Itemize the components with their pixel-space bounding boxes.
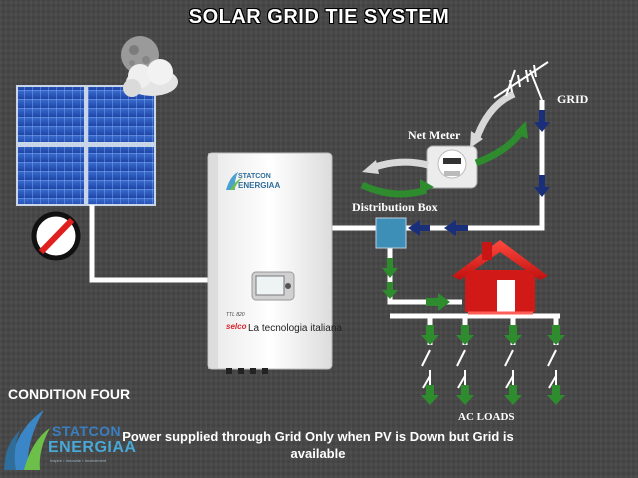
inverter-slogan-brand: selco [226,322,247,331]
ac-loads-label: AC LOADS [458,411,515,423]
solar-panel-array [16,85,156,206]
statcon-logo-icon [4,410,50,470]
distribution-box [375,217,407,249]
grid-label: GRID [557,92,589,106]
solar-panel [88,147,154,204]
condition-description: Power supplied through Grid Only when PV… [122,429,514,461]
net-meter-label: Net Meter [408,128,461,142]
ac-load-switches [421,349,557,400]
logo-text-line2: ENERGIAA [48,439,137,456]
solar-panel [18,87,84,142]
inverter-model: TTL 820 [226,312,245,318]
net-meter [426,145,478,189]
solar-panel [18,147,84,204]
antenna-icon [493,61,549,101]
prohibited-icon [31,211,81,261]
condition-heading: CONDITION FOUR [8,386,131,402]
logo-text-line1: STATCON [52,423,122,439]
load-flow-arrows [421,325,565,405]
inverter-brand-line1: STATCON [238,173,271,180]
moon-cloud-icon [121,36,178,97]
inverter [207,152,333,374]
inverter-slogan: La tecnologia italiana [248,323,342,334]
inverter-logo-icon [226,172,242,190]
logo-tagline: Inspire • Innovate • Involvement [50,458,107,463]
solar-panel [88,87,154,142]
inverter-brand-line2: ENERGIAA [238,181,281,190]
grid-flow-arrows [408,110,550,236]
house-icon [452,240,548,315]
meter-flow-arrows [360,90,528,198]
page-title: SOLAR GRID TIE SYSTEM [188,6,450,28]
house-flow-arrows [382,258,450,311]
distribution-box-label: Distribution Box [352,200,438,214]
